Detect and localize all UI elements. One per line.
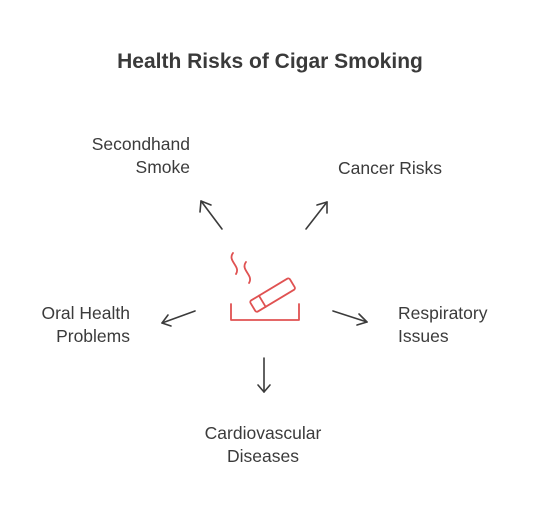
label-cancer-risks: Cancer Risks bbox=[338, 157, 488, 180]
label-respiratory-line1: Respiratory bbox=[398, 303, 488, 323]
label-respiratory-issues: Respiratory Issues bbox=[398, 302, 528, 348]
label-cardiovascular: Cardiovascular Diseases bbox=[170, 422, 356, 468]
cigar-ashtray-icon bbox=[230, 252, 300, 321]
label-respiratory-line2: Issues bbox=[398, 326, 449, 346]
label-oral-line1: Oral Health bbox=[41, 303, 130, 323]
label-cancer-line1: Cancer Risks bbox=[338, 158, 443, 178]
arrow-to-secondhand-smoke bbox=[199, 200, 223, 230]
label-oral-line2: Problems bbox=[56, 326, 130, 346]
label-secondhand-smoke: Secondhand Smoke bbox=[60, 133, 190, 179]
label-secondhand-line2: Smoke bbox=[135, 157, 190, 177]
label-secondhand-line1: Secondhand bbox=[91, 134, 190, 154]
arrow-to-respiratory bbox=[332, 310, 368, 326]
label-cardio-line2: Diseases bbox=[227, 446, 299, 466]
diagram-title: Health Risks of Cigar Smoking bbox=[117, 50, 423, 73]
arrow-to-cancer-risks bbox=[305, 201, 328, 230]
label-oral-health: Oral Health Problems bbox=[10, 302, 130, 348]
arrow-to-oral-health bbox=[161, 310, 196, 327]
label-cardio-line1: Cardiovascular bbox=[204, 423, 322, 443]
arrow-to-cardiovascular bbox=[257, 357, 271, 393]
